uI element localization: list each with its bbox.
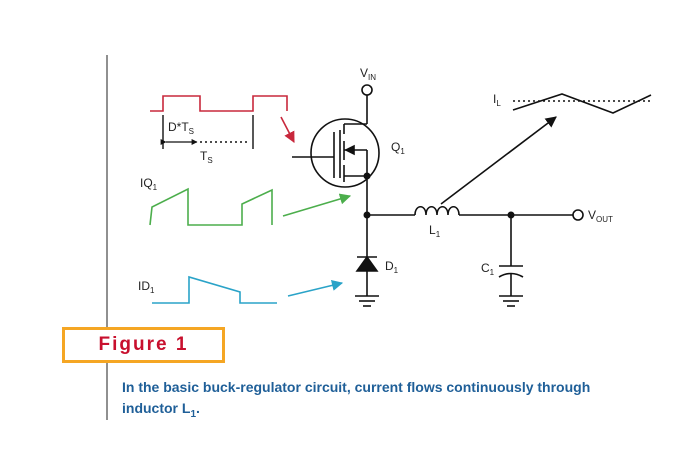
ts-label: TS — [200, 149, 213, 165]
capacitor-c1 — [498, 215, 524, 296]
figure-label: Figure 1 — [98, 334, 189, 355]
inductor-l1 — [414, 205, 460, 216]
gate-drive-waveform — [150, 95, 288, 112]
id1-arrow — [287, 279, 344, 297]
mosfet-q1 — [292, 118, 380, 215]
c1-label: C1 — [481, 261, 495, 277]
il-waveform — [512, 93, 652, 114]
ground-c1 — [499, 295, 523, 307]
vout-label: VOUT — [588, 208, 613, 224]
il-label: IL — [493, 92, 501, 108]
inductor-current-arrow — [440, 116, 557, 205]
iq1-label: IQ1 — [140, 176, 158, 192]
vin-terminal — [361, 84, 373, 96]
source-junction-dot — [363, 172, 371, 180]
caption-end: . — [196, 400, 200, 416]
vout-terminal — [572, 209, 584, 221]
q1-label: Q1 — [391, 140, 405, 156]
figure-label-box: Figure 1 — [62, 327, 225, 363]
gate-arrow — [280, 116, 295, 143]
l1-label: L1 — [429, 223, 441, 239]
iq1-arrow — [282, 193, 352, 217]
caption-subject: L — [181, 400, 191, 416]
duty-label: D*TS — [168, 120, 194, 136]
caption-text: In the basic buck-regulator circuit, cur… — [122, 379, 591, 416]
iq1-waveform — [149, 187, 273, 226]
vin-label: VIN — [360, 66, 376, 82]
d1-label: D1 — [385, 259, 399, 275]
figure-caption: In the basic buck-regulator circuit, cur… — [122, 377, 642, 425]
ground-d1 — [355, 295, 379, 307]
id1-waveform — [152, 275, 277, 304]
diode-d1 — [355, 215, 379, 296]
caption-subject-sub: 1 — [190, 408, 197, 420]
id1-label: ID1 — [138, 279, 155, 295]
